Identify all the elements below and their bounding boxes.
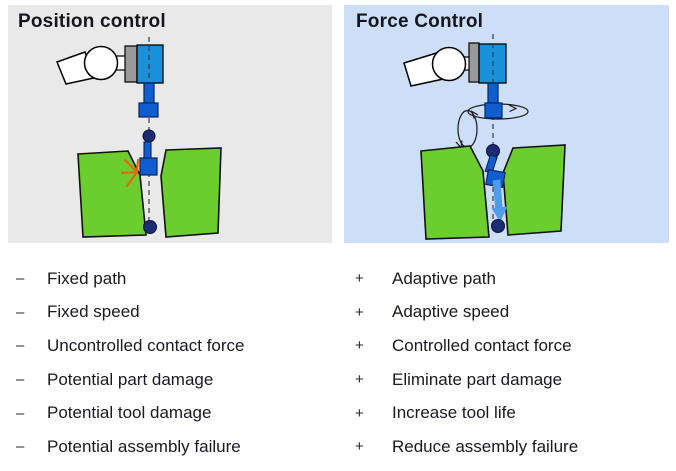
minus-bullet-icon: –: [16, 371, 25, 389]
list-item-label: Fixed path: [47, 268, 127, 288]
rotation-ellipse-vertical-icon: [455, 109, 479, 149]
list-item-label: Fixed speed: [47, 302, 140, 322]
list-item-label: Potential part damage: [47, 369, 214, 389]
force-control-panel: Force Control: [344, 5, 669, 243]
list-item: – Potential assembly failure: [16, 430, 336, 464]
position-control-illustration: [56, 37, 222, 238]
peg: [139, 157, 158, 176]
tool-flange: [468, 42, 480, 83]
tcp-marker: [142, 129, 156, 143]
plus-bullet-icon: +: [355, 270, 364, 288]
list-item: + Adaptive speed: [355, 296, 675, 330]
list-item-label: Eliminate part damage: [392, 369, 563, 389]
panel-title-force-control: Force Control: [356, 11, 484, 32]
minus-bullet-icon: –: [16, 337, 25, 355]
force-arrow-icon: [491, 179, 508, 222]
list-item: – Fixed path: [16, 262, 336, 296]
list-item: + Eliminate part damage: [355, 363, 675, 397]
workpiece-right: [502, 144, 566, 236]
minus-bullet-icon: –: [16, 270, 25, 288]
tool-flange: [124, 45, 138, 83]
list-item: – Uncontrolled contact force: [16, 329, 336, 363]
robot-arm-icon: [56, 45, 129, 85]
force-control-benefits-list: + Adaptive path + Adaptive speed + Contr…: [355, 262, 675, 464]
list-item-label: Potential tool damage: [47, 403, 212, 423]
list-item: + Controlled contact force: [355, 329, 675, 363]
plus-bullet-icon: +: [355, 371, 364, 389]
minus-bullet-icon: –: [16, 303, 25, 321]
target-marker: [143, 220, 157, 234]
list-item-label: Uncontrolled contact force: [47, 335, 245, 355]
list-item-label: Increase tool life: [392, 403, 516, 423]
list-item: + Adaptive path: [355, 262, 675, 296]
minus-bullet-icon: –: [16, 438, 25, 456]
panel-title-position-control: Position control: [18, 11, 166, 32]
list-item-label: Adaptive speed: [392, 302, 510, 322]
target-marker: [491, 219, 505, 233]
tool-stem: [487, 82, 499, 104]
tool-stem: [143, 82, 155, 104]
plus-bullet-icon: +: [355, 438, 364, 456]
list-item: – Fixed speed: [16, 296, 336, 330]
plus-bullet-icon: +: [355, 337, 364, 355]
peg-stem: [143, 141, 152, 160]
list-item: + Increase tool life: [355, 396, 675, 430]
list-item: – Potential part damage: [16, 363, 336, 397]
collision-star-icon: [120, 158, 140, 188]
position-control-panel: Position control: [8, 5, 332, 243]
list-item: + Reduce assembly failure: [355, 430, 675, 464]
gripper-body: [136, 44, 164, 84]
tool-block: [138, 102, 159, 118]
minus-bullet-icon: –: [16, 404, 25, 422]
list-item: – Potential tool damage: [16, 396, 336, 430]
workpiece-right: [160, 147, 222, 238]
robot-arm-icon: [403, 46, 474, 87]
plus-bullet-icon: +: [355, 303, 364, 321]
force-control-illustration: [403, 34, 566, 240]
list-item-label: Potential assembly failure: [47, 436, 241, 456]
list-item-label: Adaptive path: [392, 268, 496, 288]
list-item-label: Reduce assembly failure: [392, 436, 579, 456]
workpiece-left: [77, 150, 147, 238]
plus-bullet-icon: +: [355, 404, 364, 422]
workpiece-left: [420, 145, 490, 240]
wrist-joint-icon: [83, 45, 119, 81]
list-item-label: Controlled contact force: [392, 335, 572, 355]
wrist-joint-icon: [431, 46, 467, 82]
position-control-drawbacks-list: – Fixed path – Fixed speed – Uncontrolle…: [16, 262, 336, 464]
compliance-block: [484, 102, 503, 119]
